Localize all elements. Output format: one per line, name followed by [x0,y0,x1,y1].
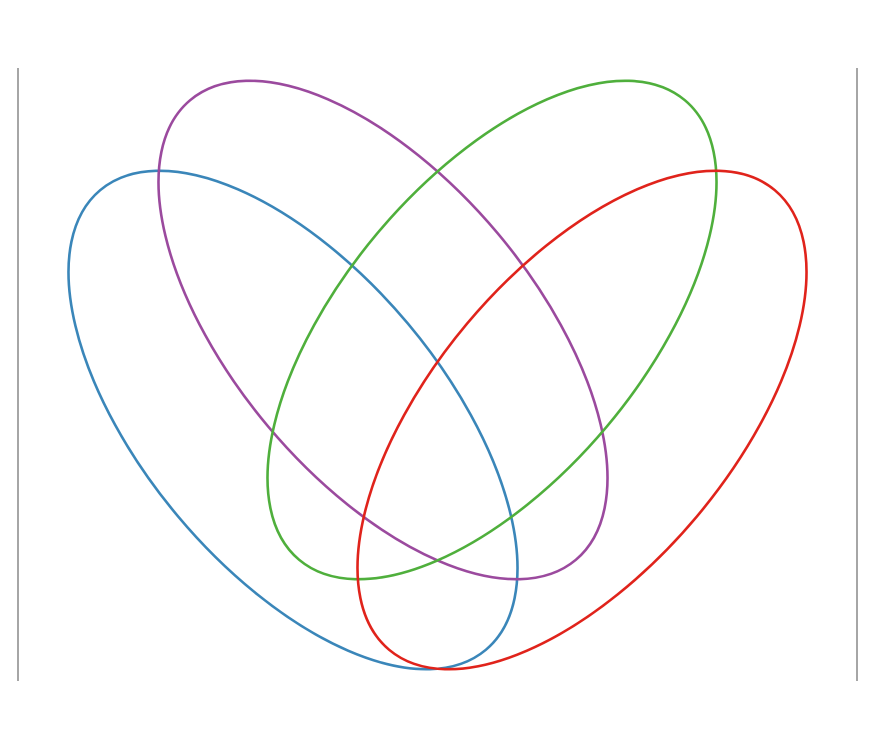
set-ellipse-red [356,169,808,671]
set-ellipse-green [266,79,718,581]
set-ellipse-purple [157,79,609,581]
set-ellipse-blue [67,169,519,671]
